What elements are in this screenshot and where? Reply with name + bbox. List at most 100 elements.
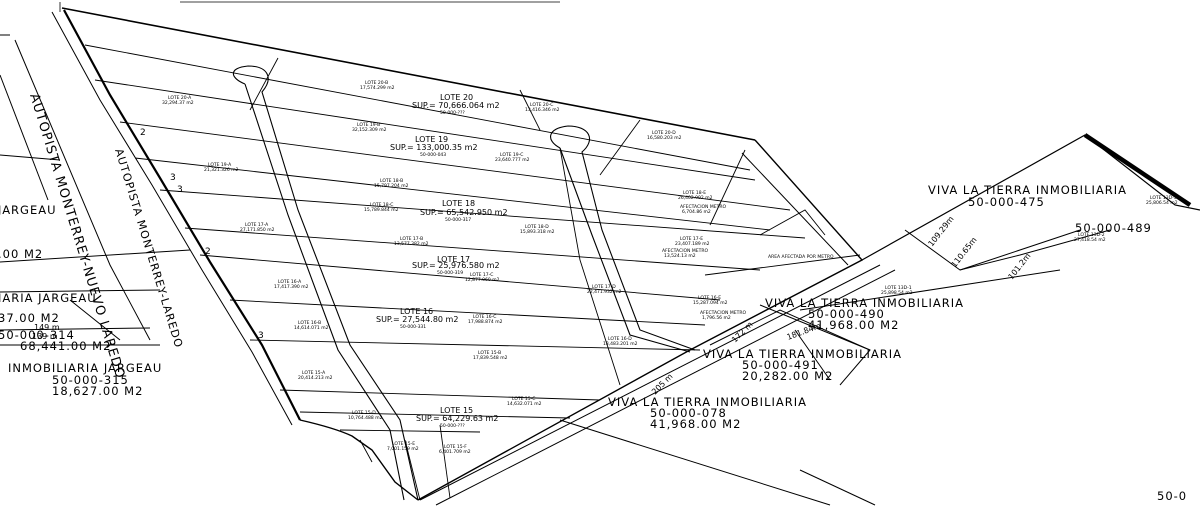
block-code: 50-000-319 xyxy=(437,270,463,276)
lot-labels: LOTE 20-A 32,294.37 m2 LOTE 20-B 17,574.… xyxy=(162,80,1178,455)
lot-area: 15,789.844 m2 xyxy=(364,207,399,213)
lot-area: 17,839.548 m2 xyxy=(473,355,508,361)
neighbor-owner: VIVA LA TIERRA INMOBILIARIA xyxy=(765,296,964,310)
dimension-label: 101.2m xyxy=(1006,251,1032,281)
block-title: LOTE 17 xyxy=(437,255,470,264)
afectacion-area: 13,524.13 m2 xyxy=(664,253,696,259)
dimension-label: 205 m xyxy=(650,372,675,397)
block-code: 50-000-??? xyxy=(440,110,465,116)
neighbor-owner: VIVA LA TIERRA INMOBILIARIA xyxy=(608,395,807,409)
lot-area: 15,797.204 m2 xyxy=(374,183,409,189)
lot-name: LOTE 18-B xyxy=(380,178,403,184)
lot-area: 23,407.189 m2 xyxy=(675,241,710,247)
block-title: LOTE 15 xyxy=(440,406,473,415)
neighbor-owner: JARGEAU xyxy=(0,203,57,217)
block-surface: SUP.= 27,544.80 m2 xyxy=(376,315,458,324)
lot-area: 14,614.071 m2 xyxy=(294,325,329,331)
block-surface: SUP.= 64,229.63 m2 xyxy=(416,414,498,423)
neighbor-code: 50-000-314 xyxy=(0,328,75,342)
lot-area: 23,640.777 m2 xyxy=(495,157,530,163)
neighbor-dim: 149 m xyxy=(34,323,60,332)
side-number: 3 xyxy=(170,173,176,183)
neighbor-code: 50-000-491 xyxy=(742,358,819,372)
neighbor-code: 50-000-489 xyxy=(1075,221,1152,235)
lot-area: 27,171.850 m2 xyxy=(240,227,275,233)
lot-area: 15,893.318 m2 xyxy=(520,229,555,235)
neighbor-code: 50-000-490 xyxy=(808,307,885,321)
highway-numbers: 2 3 3 2 3 xyxy=(140,128,264,341)
lot-area: 17,574.299 m2 xyxy=(360,85,395,91)
lot-name: LOTE 19-A xyxy=(208,162,232,168)
lot-area: 16,580.203 m2 xyxy=(647,135,682,141)
lot-name: LOTE 15-A xyxy=(302,370,326,376)
block-title: LOTE 19 xyxy=(415,135,448,144)
side-number: 2 xyxy=(205,247,211,257)
neighbor-owner: IARIA JARGEAU xyxy=(0,291,97,305)
lot-area: 12,877.060 m2 xyxy=(465,277,500,283)
afectacion-label: AFECTACION METRO xyxy=(662,248,708,254)
block-title: LOTE 18 xyxy=(442,199,475,208)
lot-name: LOTE 18-E xyxy=(683,190,706,196)
neighbor-area: 20,282.00 M2 xyxy=(742,369,833,383)
lot-area: 10,764.488 m2 xyxy=(348,415,383,421)
lot-area: 27,418.54 m2 xyxy=(1074,237,1106,243)
lot-name: LOTE 16-A xyxy=(278,279,302,285)
lot-area: 20,414.213 m2 xyxy=(298,375,333,381)
lot-area: 13,416.346 m2 xyxy=(525,107,560,113)
lot-area: 32,152.309 m2 xyxy=(352,127,387,133)
lot-name: LOTE 16-D xyxy=(608,336,632,342)
dimension-label: 109.29m xyxy=(926,214,955,248)
block-code: 50-000-331 xyxy=(400,324,426,330)
lot-name: LOTE 19-B xyxy=(357,122,380,128)
block-code: 50-000-317 xyxy=(445,217,471,223)
neighbor-dim: 139 m xyxy=(32,332,58,341)
lot-name: LOTE 20-A xyxy=(168,95,192,101)
lot-name: LOTE 16-C xyxy=(473,314,496,320)
lot-name: LOTE 16-B xyxy=(298,320,321,326)
neighbor-code: 50-000-078 xyxy=(650,406,727,420)
side-number: 3 xyxy=(258,331,264,341)
neighbor-area: 37.00 M2 xyxy=(0,311,60,325)
lot-area: 13,577.382 m2 xyxy=(394,241,429,247)
afectacion-area: 1,796.56 m2 xyxy=(702,315,731,321)
lot-name: LOTE 17-D xyxy=(592,284,616,290)
afectacion-area: 6,704.86 m2 xyxy=(682,209,711,215)
lot-name: LOTE 15-B xyxy=(478,350,501,356)
lot-name: LOTE 15-D xyxy=(352,410,376,416)
lot-name: LOTE 18-D xyxy=(525,224,549,230)
block-surface: SUP.= 133,000.35 m2 xyxy=(390,143,478,152)
block-title: LOTE 20 xyxy=(440,93,473,102)
lot-name: LOTE 20-D xyxy=(652,130,676,136)
west-neighbor-labels: JARGEAU .00 M2 IARIA JARGEAU 37.00 M2 14… xyxy=(0,203,162,398)
block-surface: SUP.= 70,666.064 m2 xyxy=(412,101,500,110)
lot-area: 15,287.094 m2 xyxy=(693,300,728,306)
lot-name: LOTE 17-C xyxy=(470,272,493,278)
lot-area: 25,806.54 m2 xyxy=(1146,200,1178,206)
lot-name: LOTE 17-E xyxy=(680,236,703,242)
block-surface: SUP.= 25,976.580 m2 xyxy=(412,261,500,270)
lot-area: 7,001.159 m2 xyxy=(387,446,419,452)
lot-name: LOTE 15-C xyxy=(512,396,535,402)
lot-area: 17,417.390 m2 xyxy=(274,284,309,290)
lot-name: LOTE 13D-1 xyxy=(885,285,912,291)
side-number: 2 xyxy=(140,128,146,138)
block-labels: LOTE 20 SUP.= 70,666.064 m2 50-000-??? L… xyxy=(376,93,508,429)
lot-name: LOTE 17-A xyxy=(245,222,269,228)
lot-area: 32,294.37 m2 xyxy=(162,100,194,106)
afectacion-label: AFECTACION METRO xyxy=(680,204,726,210)
neighbor-owner: INMOBILIARIA JARGEAU xyxy=(8,361,162,375)
neighbor-area: .00 M2 xyxy=(0,247,43,261)
lot-area: 17,988.874 m2 xyxy=(468,319,503,325)
lot-area: 14,632.071 m2 xyxy=(507,401,542,407)
lot-name: LOTE 17-B xyxy=(400,236,423,242)
lot-area: 13,483.201 m2 xyxy=(603,341,638,347)
neighbor-owner: VIVA LA TIERRA INMOBILIARIA xyxy=(928,183,1127,197)
block-title: LOTE 16 xyxy=(400,307,433,316)
afectacion-labels: AFECTACION METRO 6,704.86 m2 AFECTACION … xyxy=(662,204,834,321)
lot-name: LOTE 16-E xyxy=(698,295,721,301)
neighbor-code: 50-0 xyxy=(1157,489,1187,503)
lot-name: LOTE 13D-2 xyxy=(1078,232,1105,238)
lot-area: 21,321.326 m2 xyxy=(204,167,239,173)
